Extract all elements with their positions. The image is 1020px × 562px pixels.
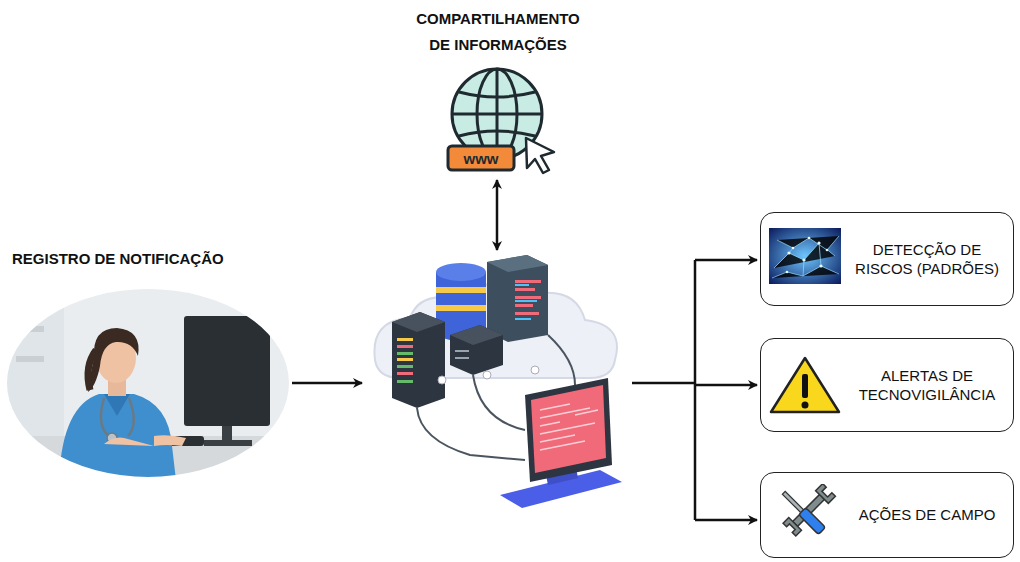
globe-icon: www (434, 64, 564, 182)
server-illustration (374, 255, 622, 508)
nurse-node: REGISTRO DE NOTIFICAÇÃO (4, 246, 294, 482)
arrow (695, 519, 757, 522)
heading-label: REGISTRO DE NOTIFICAÇÃO (4, 246, 294, 272)
box-label: ALERTAS DE TECNOVIGILÂNCIA (849, 366, 1005, 404)
heading-label: COMPARTILHAMENTO DE INFORMAÇÕES (408, 6, 588, 58)
arrow (292, 382, 362, 385)
field-action-box: AÇÕES DE CAMPO (760, 472, 1014, 558)
arrow (695, 259, 757, 262)
alert-box: ALERTAS DE TECNOVIGILÂNCIA (760, 338, 1014, 432)
svg-text:www: www (462, 150, 498, 167)
branch-arrows (632, 260, 695, 520)
box-label: AÇÕES DE CAMPO (849, 505, 1005, 524)
double-arrow (496, 180, 499, 250)
arrow (695, 384, 757, 387)
box-label: DETECÇÃO DE RISCOS (PADRÕES) (849, 240, 1005, 278)
tools-icon (769, 484, 841, 546)
warning-icon (769, 354, 841, 416)
nurse-illustration (4, 286, 292, 480)
detection-box: DETECÇÃO DE RISCOS (PADRÕES) (760, 212, 1014, 306)
globe-node: COMPARTILHAMENTO DE INFORMAÇÕES www (392, 6, 604, 182)
network-icon (769, 228, 841, 290)
